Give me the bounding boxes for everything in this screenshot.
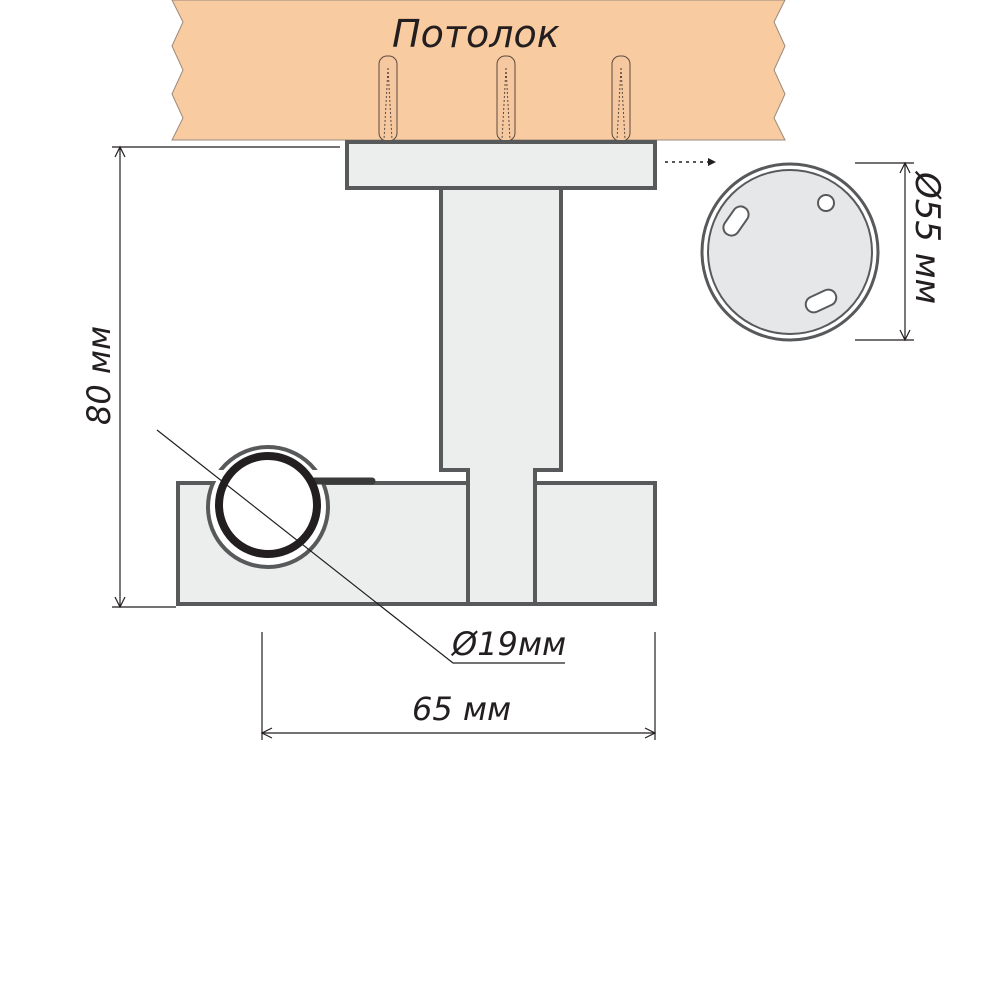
stem [439, 186, 563, 606]
plate-diameter-label: Ø55 мм [907, 170, 947, 304]
rod-icon [215, 452, 321, 558]
screw-hole [817, 194, 835, 212]
height-label: 80 мм [80, 326, 118, 425]
screw-slot [722, 205, 750, 237]
plate-diameter-dimension [855, 161, 914, 342]
screw-slot [804, 288, 838, 314]
ceiling [171, 0, 786, 141]
dowel-icon [496, 55, 516, 152]
height-dimension [112, 145, 340, 609]
dowel-icon [611, 55, 631, 152]
width-dimension [260, 632, 657, 740]
mounting-plate-top-view [700, 162, 880, 342]
rod-diameter-label: Ø19мм [450, 625, 566, 663]
ceiling-label: Потолок [392, 12, 560, 56]
width-label: 65 мм [412, 690, 511, 728]
dowel-icon [378, 55, 398, 152]
mounting-flange [345, 140, 657, 190]
rod-diameter-leader [156, 429, 565, 664]
